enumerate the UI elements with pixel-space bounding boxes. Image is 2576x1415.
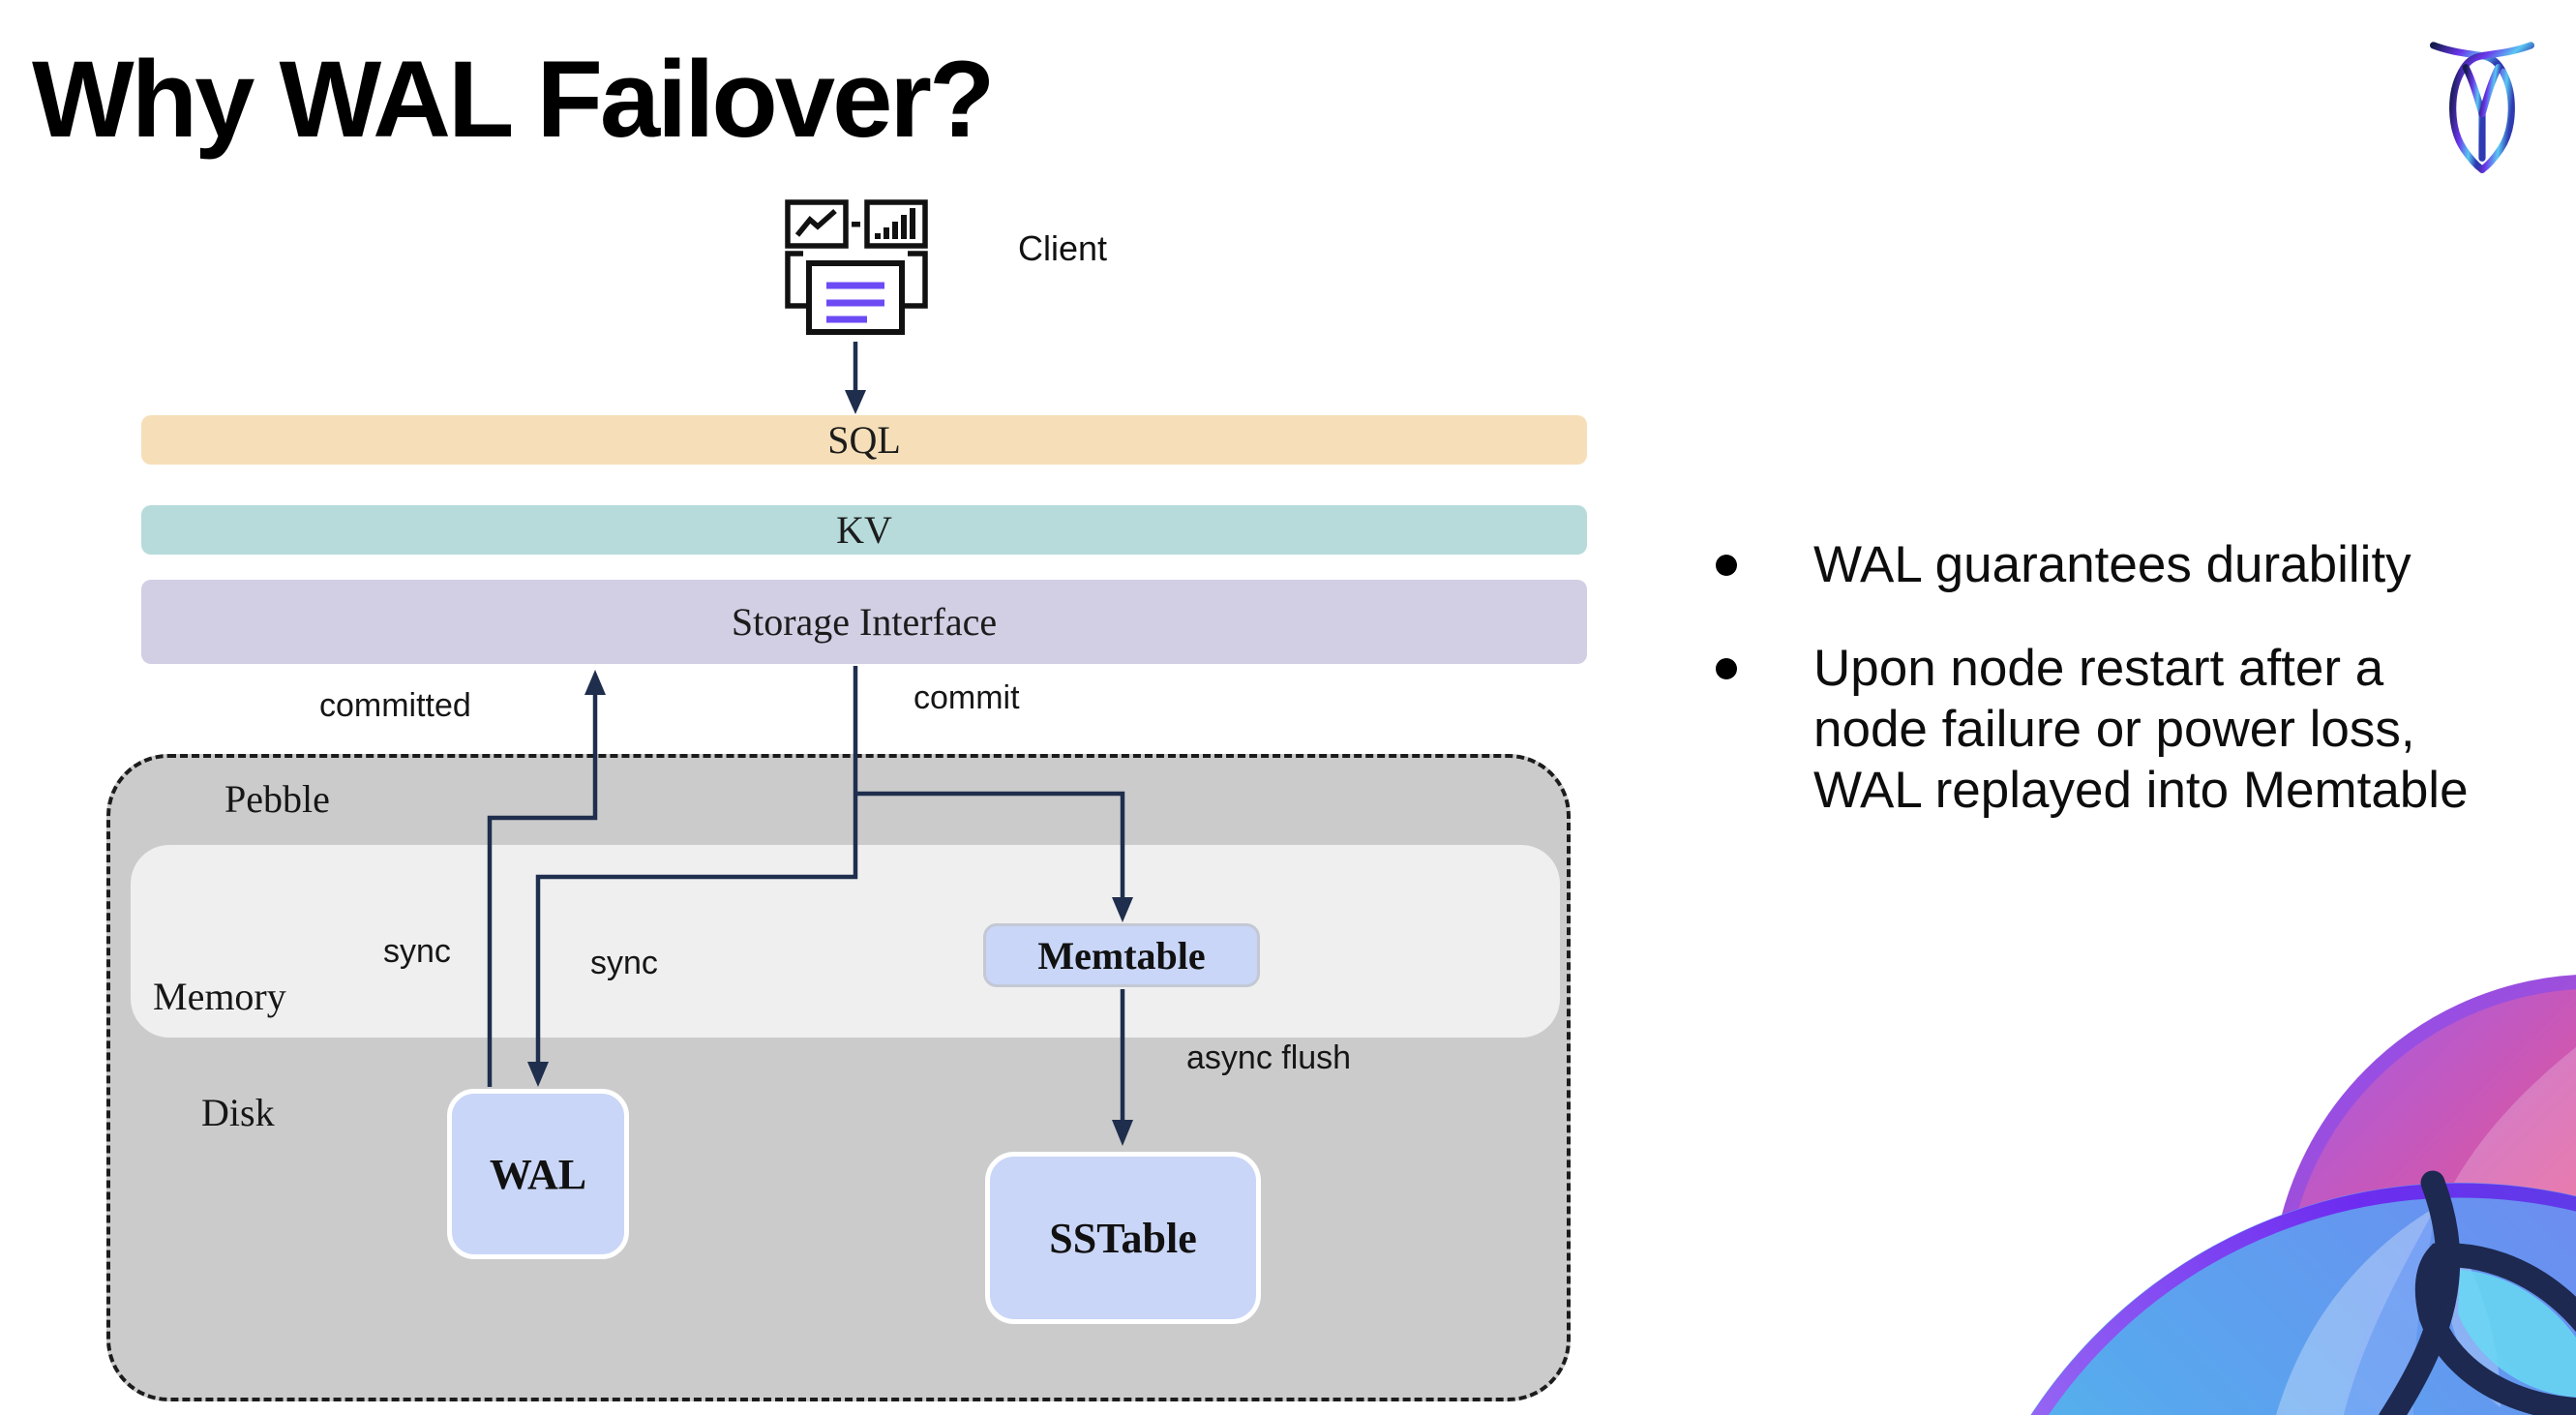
page-title: Why WAL Failover? <box>32 39 995 160</box>
line-chart-icon <box>785 199 849 249</box>
bar-chart-icon <box>864 199 928 249</box>
cockroachdb-brand-art-icon <box>2030 975 2576 1415</box>
pebble-label: Pebble <box>225 777 330 821</box>
document-icon <box>785 251 928 335</box>
kv-layer-bar: KV <box>141 505 1587 555</box>
list-item: WAL guarantees durability <box>1699 534 2493 595</box>
edge-label-async-flush: async flush <box>1186 1039 1352 1076</box>
edge-label-commit: commit <box>914 679 1020 716</box>
cockroachdb-logo-icon <box>2430 42 2534 173</box>
bullet-list: WAL guarantees durability Upon node rest… <box>1699 534 2493 863</box>
client-icon <box>785 199 928 335</box>
list-item: Upon node restart after a node failure o… <box>1699 638 2493 821</box>
memory-label: Memory <box>153 975 286 1018</box>
client-label: Client <box>1018 228 1108 268</box>
dash-connector <box>852 222 860 227</box>
edge-label-committed: committed <box>319 687 471 724</box>
disk-label: Disk <box>201 1091 275 1134</box>
memory-band <box>131 845 1560 1038</box>
edge-label-sync-down: sync <box>590 945 658 981</box>
storage-interface-bar: Storage Interface <box>141 580 1587 664</box>
sstable-box: SSTable <box>985 1152 1261 1324</box>
bullet-icon <box>1716 658 1737 679</box>
wal-box: WAL <box>447 1089 629 1259</box>
bullet-icon <box>1716 555 1737 576</box>
edge-label-sync-up: sync <box>383 933 451 970</box>
bullet-text: Upon node restart after a node failure o… <box>1813 640 2469 819</box>
memtable-box: Memtable <box>983 923 1260 987</box>
bullet-text: WAL guarantees durability <box>1813 536 2411 593</box>
sql-layer-bar: SQL <box>141 415 1587 465</box>
